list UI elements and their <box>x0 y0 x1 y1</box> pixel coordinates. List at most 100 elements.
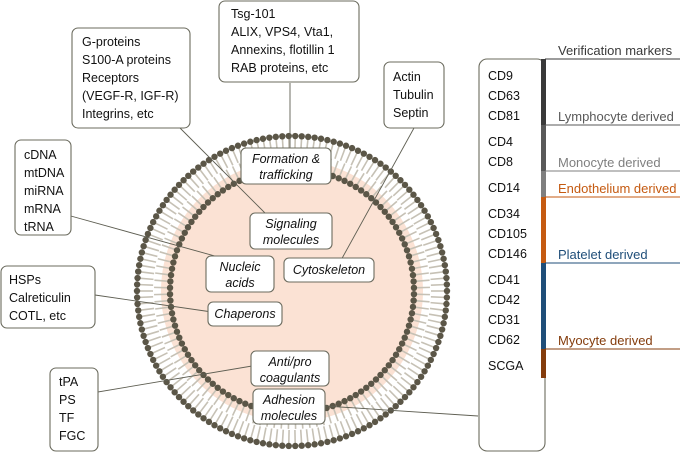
lipid-head <box>184 224 192 231</box>
marker-label: CD42 <box>488 293 520 307</box>
lipid-head <box>247 437 254 444</box>
lipid-head <box>134 300 141 308</box>
lipid-head <box>149 218 157 226</box>
lipid-head <box>171 322 179 329</box>
lipid-head <box>236 397 243 405</box>
lipid-head <box>137 320 144 327</box>
lipid-head <box>138 326 146 333</box>
lipid-head <box>347 395 354 402</box>
lipid-head <box>279 133 286 140</box>
lipid-head <box>171 253 179 260</box>
lipid-head <box>442 268 449 275</box>
lipid-head <box>341 177 348 185</box>
lipid-head <box>228 144 236 152</box>
nucleic-label: Nucleic acids <box>205 255 275 293</box>
lipid-head <box>381 208 388 215</box>
lipid-head <box>330 437 337 444</box>
lipid-head <box>185 402 192 410</box>
lipid-head <box>234 142 242 149</box>
lipid-head <box>441 313 449 321</box>
lipid-head <box>159 202 167 209</box>
formation-label-line: trafficking <box>259 168 313 182</box>
cytoskeleton-proteins-box: Actin Tubulin Septin <box>383 61 445 129</box>
cytoskeleton-protein-line: Septin <box>393 106 428 120</box>
lipid-head <box>204 376 212 383</box>
leader-adhesion <box>324 405 479 417</box>
lipid-head <box>410 297 417 304</box>
lipid-head <box>348 144 356 152</box>
signaling-protein-line: S100-A proteins <box>82 53 171 67</box>
lipid-head <box>382 411 389 418</box>
vesicle-lumen <box>161 160 423 422</box>
lipid-head <box>167 271 175 279</box>
lipid-head <box>156 207 163 214</box>
marker-label: CD62 <box>488 333 520 347</box>
lipid-head <box>170 259 177 266</box>
lipid-head <box>357 388 365 395</box>
marker-group-name: Lymphocyte derived <box>558 109 674 124</box>
lipid-head <box>167 297 174 304</box>
formation-label-line: Formation & <box>252 152 320 166</box>
lipid-head <box>392 351 400 358</box>
lipid-head <box>192 362 199 369</box>
lipid-head <box>354 428 362 435</box>
lipid-head <box>410 191 417 198</box>
lipid-head <box>147 350 154 358</box>
lipid-head <box>385 213 392 220</box>
lipid-head <box>298 442 305 449</box>
leader-cytoskeleton <box>339 127 415 263</box>
signaling-protein-line: Integrins, etc <box>82 107 154 121</box>
lipid-head <box>240 140 248 147</box>
lipid-head <box>167 384 174 391</box>
marker-label: CD41 <box>488 273 520 287</box>
lipid-head <box>352 183 359 191</box>
lipid-head <box>188 218 195 226</box>
lipid-head <box>138 249 146 256</box>
lipid-head <box>181 346 188 353</box>
marker-label: CD4 <box>488 135 513 149</box>
chaperon-line: HSPs <box>9 273 41 287</box>
lipid-head <box>354 147 362 154</box>
signaling-protein-line: G-proteins <box>82 35 140 49</box>
lipid-head <box>171 186 178 193</box>
lipid-head <box>222 147 230 154</box>
lipid-head <box>401 334 408 341</box>
lipid-head <box>200 371 207 379</box>
lipid-head <box>336 140 344 147</box>
lipid-head <box>219 187 227 194</box>
lipid-head <box>372 376 380 383</box>
coagulant-line: TF <box>59 411 75 425</box>
leader-coagulants <box>79 364 259 396</box>
lipid-head <box>398 340 406 347</box>
lipid-head <box>443 300 450 308</box>
lipid-head <box>149 356 157 364</box>
lipid-head <box>360 425 368 432</box>
lipid-head <box>366 153 373 160</box>
marker-label: CD9 <box>488 69 513 83</box>
lipid-head <box>336 435 344 442</box>
lipid-head <box>408 310 416 317</box>
adhesion-label-line: molecules <box>261 409 317 423</box>
lipid-head <box>175 181 183 189</box>
lipid-head <box>167 191 174 198</box>
lipid-head <box>443 287 451 295</box>
lipid-head <box>140 332 147 339</box>
lipid-head <box>170 316 177 323</box>
lipid-head <box>409 271 417 279</box>
lipid-head <box>247 138 254 145</box>
marker-group-name: Endothelium derived <box>558 181 677 196</box>
lipid-head <box>178 235 186 242</box>
lipid-head <box>324 136 331 144</box>
lipid-head <box>196 208 203 215</box>
nucleic-acid-line: miRNA <box>24 184 64 198</box>
lipid-head <box>389 356 396 364</box>
lipid-head <box>424 213 432 220</box>
lipid-head <box>342 142 350 149</box>
lipid-head <box>407 259 414 266</box>
lipid-head <box>427 218 435 226</box>
lipid-head <box>363 384 370 391</box>
lipid-head <box>405 253 413 260</box>
lipid-head <box>443 274 450 282</box>
lipid-head <box>357 187 365 194</box>
lipid-head <box>401 393 409 401</box>
